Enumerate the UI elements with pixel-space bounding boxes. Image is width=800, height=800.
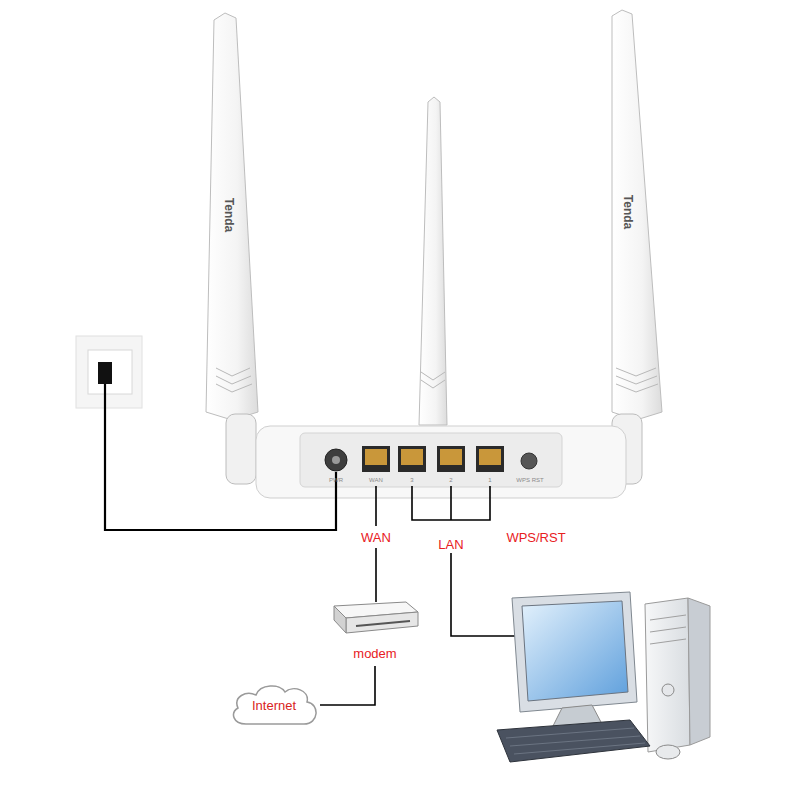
port-contacts — [440, 449, 462, 465]
port-contacts — [365, 449, 387, 465]
power-jack — [325, 449, 347, 471]
port-clip — [446, 465, 456, 470]
power-cable — [105, 384, 336, 530]
port-clip — [407, 465, 417, 470]
antenna-grip — [616, 376, 657, 384]
connection-label: LAN — [438, 538, 463, 551]
antenna-hinge — [226, 414, 256, 484]
port-contacts — [401, 449, 423, 465]
port-label: 3 — [410, 477, 413, 483]
wall-socket — [76, 336, 142, 408]
connector — [320, 666, 375, 705]
antennas — [206, 10, 662, 484]
monitor-screen — [522, 601, 628, 701]
monitor-bezel — [512, 592, 637, 712]
connection-label: WAN — [361, 531, 391, 544]
port-frame — [398, 446, 426, 472]
cloud-node: Internet — [228, 682, 320, 728]
wan-port — [362, 446, 390, 472]
brand-logo: Tenda — [622, 195, 634, 229]
middle-antenna — [419, 97, 447, 425]
port-clip — [371, 465, 381, 470]
keyboard — [497, 720, 650, 762]
antenna-grip — [616, 368, 656, 376]
modem-slot — [356, 621, 410, 626]
antenna-grip — [216, 376, 251, 384]
computer — [497, 592, 710, 762]
left-antenna — [206, 13, 258, 420]
antenna-grip — [616, 384, 658, 392]
power-button — [662, 684, 674, 696]
modem-side — [334, 606, 346, 633]
tower-side — [688, 598, 710, 745]
mouse — [656, 745, 680, 759]
modem-node: modem — [328, 596, 422, 666]
port-label: 2 — [449, 477, 452, 483]
antenna-grip — [216, 384, 252, 392]
lan-port — [398, 446, 426, 472]
port-label: WPS RST — [516, 477, 543, 483]
router-shell — [256, 426, 626, 498]
node-label: Internet — [228, 699, 320, 712]
wps-button — [521, 453, 537, 469]
right-antenna — [612, 10, 662, 420]
socket-face — [88, 350, 132, 394]
socket-plate — [76, 336, 142, 408]
drive-bay — [650, 627, 686, 632]
port-label: PWR — [329, 477, 343, 483]
port-label: WAN — [369, 477, 383, 483]
router-body — [256, 426, 626, 498]
lan-cable — [451, 553, 520, 636]
power-pin — [332, 456, 340, 464]
connection-label: WPS/RST — [506, 531, 565, 544]
connector-line — [320, 666, 375, 705]
wan-cable — [375, 548, 377, 602]
lan-bracket — [412, 486, 490, 520]
port-label: 1 — [488, 477, 491, 483]
lan-port — [437, 446, 465, 472]
key-rows — [506, 728, 645, 754]
port-frame — [476, 446, 504, 472]
antenna-grip — [421, 372, 445, 380]
tower-front — [645, 598, 690, 752]
node-label: modem — [328, 647, 422, 660]
wan-leader — [375, 486, 377, 526]
antenna-grip — [216, 368, 250, 376]
antenna-grip — [421, 380, 445, 388]
port-clip — [485, 465, 495, 470]
power-plug — [98, 362, 112, 384]
drive-bay — [650, 639, 686, 644]
drive-bay — [650, 615, 686, 620]
cables — [105, 384, 520, 636]
lan-port — [476, 446, 504, 472]
rear-panel — [300, 433, 562, 487]
port-frame — [362, 446, 390, 472]
brand-logo: Tenda — [223, 198, 235, 232]
port-frame — [437, 446, 465, 472]
modem-front — [346, 612, 418, 633]
port-contacts — [479, 449, 501, 465]
